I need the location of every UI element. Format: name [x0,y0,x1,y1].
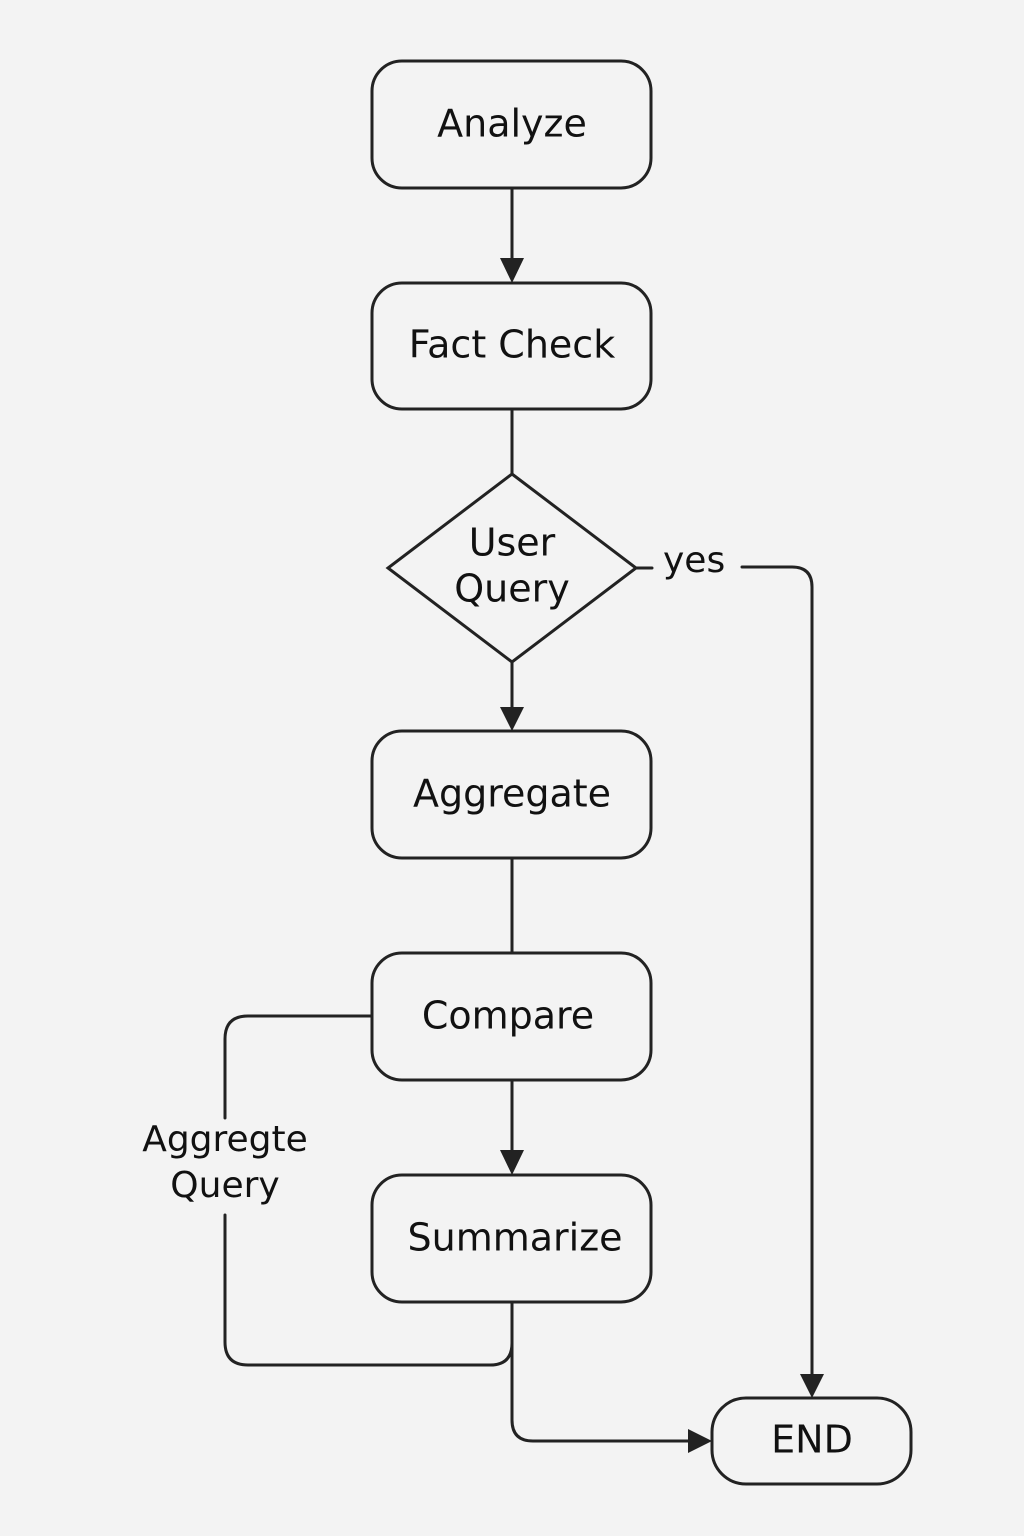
edge-label-yes: yes [663,540,725,581]
node-compare[interactable]: Compare [370,951,653,1082]
arrowhead-aggregate [500,707,524,731]
edge-label-aggregte-query-line2: Query [170,1165,279,1206]
node-aggregate-label: Aggregate [413,772,611,816]
node-analyze-box [370,59,653,190]
node-end[interactable]: END [710,1396,913,1486]
node-user-query[interactable]: User Query [385,472,639,664]
node-summarize-box [370,1173,653,1304]
arrowhead-summarize [500,1150,524,1175]
edge-summarize-to-end [510,1341,694,1443]
node-fact-check-box [370,281,653,411]
node-analyze-label: Analyze [437,102,587,146]
node-user-query-label-line1: User [469,521,556,565]
node-user-query-diamond [385,472,639,664]
arrowhead-end-from-yes [800,1374,824,1398]
node-fact-check-label: Fact Check [409,323,615,367]
node-fact-check[interactable]: Fact Check [370,281,653,411]
node-summarize-label: Summarize [407,1216,622,1260]
node-compare-label: Compare [422,994,594,1038]
node-end-label: END [771,1418,853,1462]
edge-user-query-to-end-yes [634,565,814,1380]
node-aggregate[interactable]: Aggregate [370,729,653,860]
node-aggregate-box [370,729,653,860]
node-compare-box [370,951,653,1082]
node-analyze[interactable]: Analyze [370,59,653,190]
arrowhead-fact-check [500,258,524,283]
edge-label-aggregte-query-line1: Aggregte [142,1119,308,1160]
node-user-query-label-line2: Query [454,567,569,611]
node-summarize[interactable]: Summarize [370,1173,653,1304]
arrowhead-end-from-summarize [688,1429,712,1453]
edges [223,186,824,1453]
node-end-box [710,1396,913,1486]
